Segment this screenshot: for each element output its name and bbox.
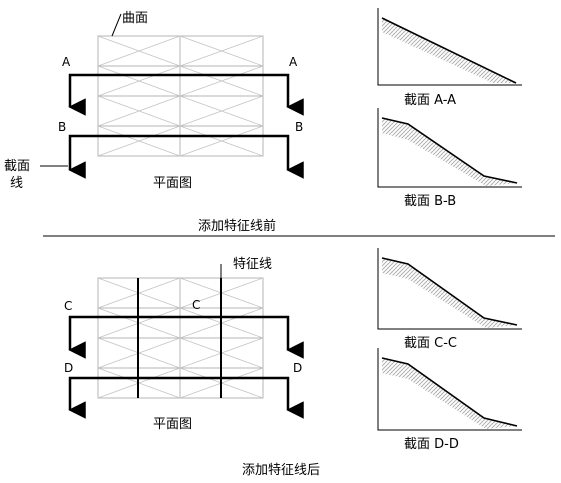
cut-d-label-right: D: [293, 361, 302, 375]
cut-a-label-right: A: [289, 55, 298, 69]
top-panel-caption: 添加特征线前: [198, 218, 276, 234]
top-surface-grid: [97, 35, 264, 157]
section-d-d-caption: 截面 D-D: [404, 437, 459, 452]
section-c-c-caption: 截面 C-C: [404, 336, 457, 351]
cut-line-d: [68, 376, 304, 419]
cut-b-label-left: B: [58, 120, 66, 134]
cut-c-label-left: C: [64, 299, 72, 313]
surface-leader: [111, 13, 122, 37]
top-plan-caption: 平面图: [153, 176, 192, 191]
section-d-d-profile: [377, 348, 522, 431]
feature-line-label: 特征线: [233, 257, 272, 272]
surface-label: 曲面: [122, 11, 148, 26]
bottom-panel-caption: 添加特征线后: [242, 463, 320, 478]
section-b-b-profile: [377, 108, 522, 188]
section-a-a-profile: [377, 8, 522, 86]
cut-c-label-right: C: [192, 298, 200, 312]
cut-line-b: [68, 134, 304, 179]
cut-b-label-right: B: [295, 120, 303, 134]
cut-a-label-left: A: [62, 55, 71, 69]
section-line-label-2: 线: [10, 176, 23, 191]
top-panel: 曲面 A A B B 截面 线 平面图 截面 A-A: [4, 8, 522, 234]
cut-line-a: [68, 73, 304, 116]
bottom-panel: 特征线 C C D D 平面图 截面 C-C 截面 D-D 添加特征线后: [64, 248, 522, 478]
section-c-c-profile: [377, 248, 522, 330]
section-a-a-caption: 截面 A-A: [404, 93, 456, 108]
section-b-b-caption: 截面 B-B: [404, 194, 456, 209]
section-line-label-1: 截面: [4, 159, 30, 174]
cut-d-label-left: D: [64, 361, 73, 375]
bottom-surface-grid: [97, 277, 264, 399]
cut-line-c: [68, 315, 304, 359]
bottom-plan-caption: 平面图: [153, 417, 192, 432]
